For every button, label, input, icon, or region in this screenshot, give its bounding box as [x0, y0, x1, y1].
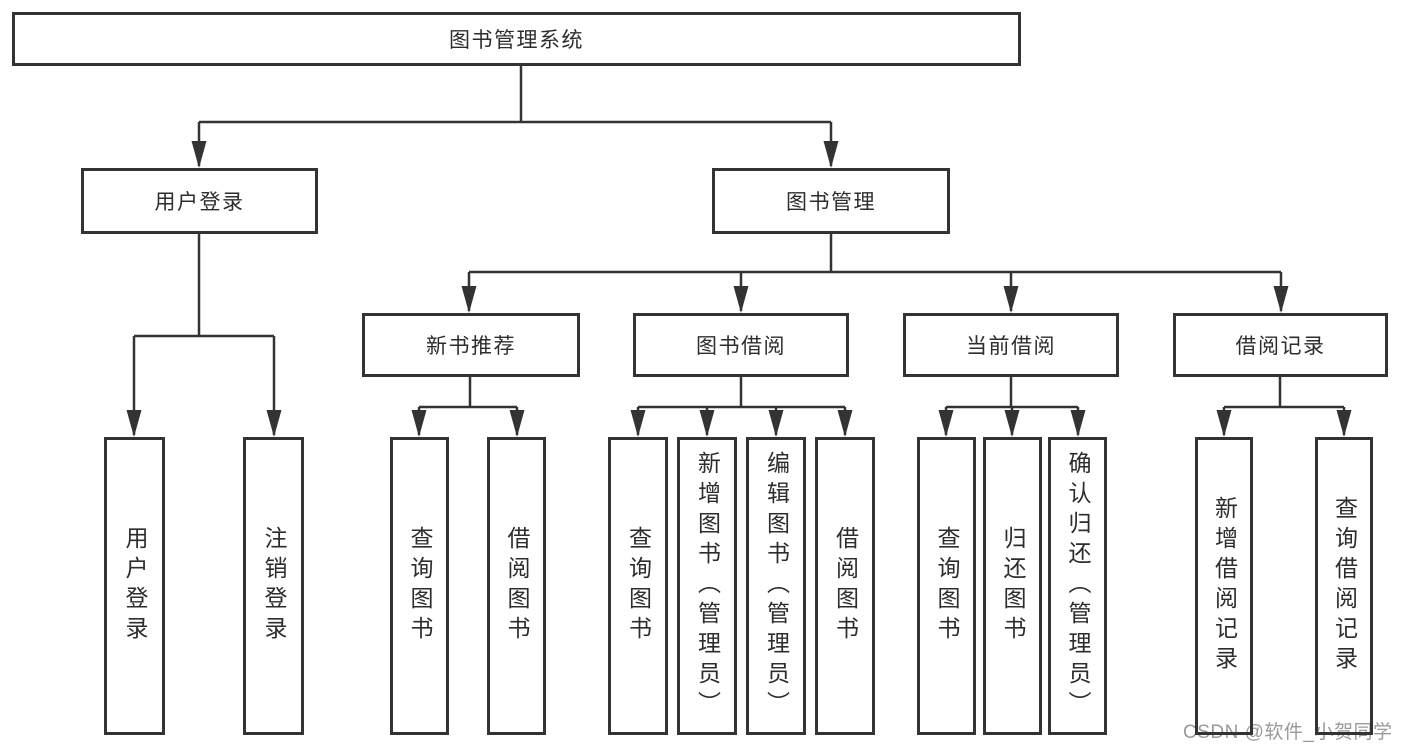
node-library-system: 图书管理系统: [12, 12, 1021, 66]
leaf-borrow-books: 借阅图书: [815, 437, 875, 735]
node-user-login-label: 用户登录: [154, 191, 245, 214]
leaf-borrow-books-recommend-label: 借阅图书: [504, 526, 530, 646]
node-current-borrow-label: 当前借阅: [966, 335, 1056, 358]
leaf-query-books-borrow-label: 查询图书: [625, 526, 652, 646]
leaf-query-books-recommend: 查询图书: [390, 437, 449, 735]
leaf-confirm-return-admin: 确认归还（管理员）: [1048, 437, 1107, 735]
node-book-management-label: 图书管理: [786, 191, 876, 214]
node-new-book-recommend-label: 新书推荐: [426, 335, 516, 358]
node-book-borrow: 图书借阅: [633, 313, 849, 377]
connector-borrow-records-children: [1216, 377, 1352, 437]
leaf-query-books-current: 查询图书: [917, 437, 976, 735]
leaf-query-books-recommend-label: 查询图书: [407, 526, 433, 646]
leaf-logout-label: 注销登录: [261, 526, 287, 646]
node-current-borrow: 当前借阅: [903, 313, 1119, 377]
leaf-user-login-label: 用户登录: [122, 526, 148, 646]
node-library-system-label: 图书管理系统: [449, 29, 584, 52]
leaf-edit-book-admin: 编辑图书（管理员）: [746, 437, 806, 735]
connector-book-borrow-children: [630, 377, 853, 437]
watermark: CSDN @软件_小贺同学: [1183, 722, 1393, 743]
leaf-query-borrow-record-label: 查询借阅记录: [1331, 496, 1358, 676]
connector-new-book-rec-children: [411, 377, 525, 437]
connector-root-to-level2: [191, 65, 839, 168]
leaf-query-books-current-label: 查询图书: [934, 526, 960, 646]
node-new-book-recommend: 新书推荐: [362, 313, 580, 377]
leaf-add-book-admin: 新增图书（管理员）: [677, 437, 737, 735]
node-book-management: 图书管理: [712, 168, 950, 234]
node-borrow-records-label: 借阅记录: [1235, 335, 1326, 358]
leaf-query-borrow-record: 查询借阅记录: [1315, 437, 1373, 735]
leaf-return-book-label: 归还图书: [1000, 526, 1026, 646]
leaf-logout: 注销登录: [243, 437, 304, 735]
node-borrow-records: 借阅记录: [1173, 313, 1388, 377]
leaf-borrow-books-label: 借阅图书: [832, 526, 859, 646]
leaf-user-login: 用户登录: [104, 437, 165, 735]
node-book-borrow-label: 图书借阅: [696, 335, 786, 358]
leaf-borrow-books-recommend: 借阅图书: [487, 437, 546, 735]
node-user-login: 用户登录: [81, 168, 318, 234]
leaf-return-book: 归还图书: [983, 437, 1042, 735]
leaf-add-borrow-record: 新增借阅记录: [1195, 437, 1253, 735]
connector-book-mgmt-children: [461, 234, 1289, 313]
leaf-confirm-return-admin-label: 确认归还（管理员）: [1065, 451, 1091, 721]
connector-user-login-children: [126, 234, 282, 437]
leaf-query-books-borrow: 查询图书: [608, 437, 668, 735]
leaf-add-borrow-record-label: 新增借阅记录: [1211, 496, 1238, 676]
connector-current-borrow-children: [938, 377, 1086, 437]
leaf-edit-book-admin-label: 编辑图书（管理员）: [763, 451, 790, 721]
leaf-add-book-admin-label: 新增图书（管理员）: [694, 451, 721, 721]
